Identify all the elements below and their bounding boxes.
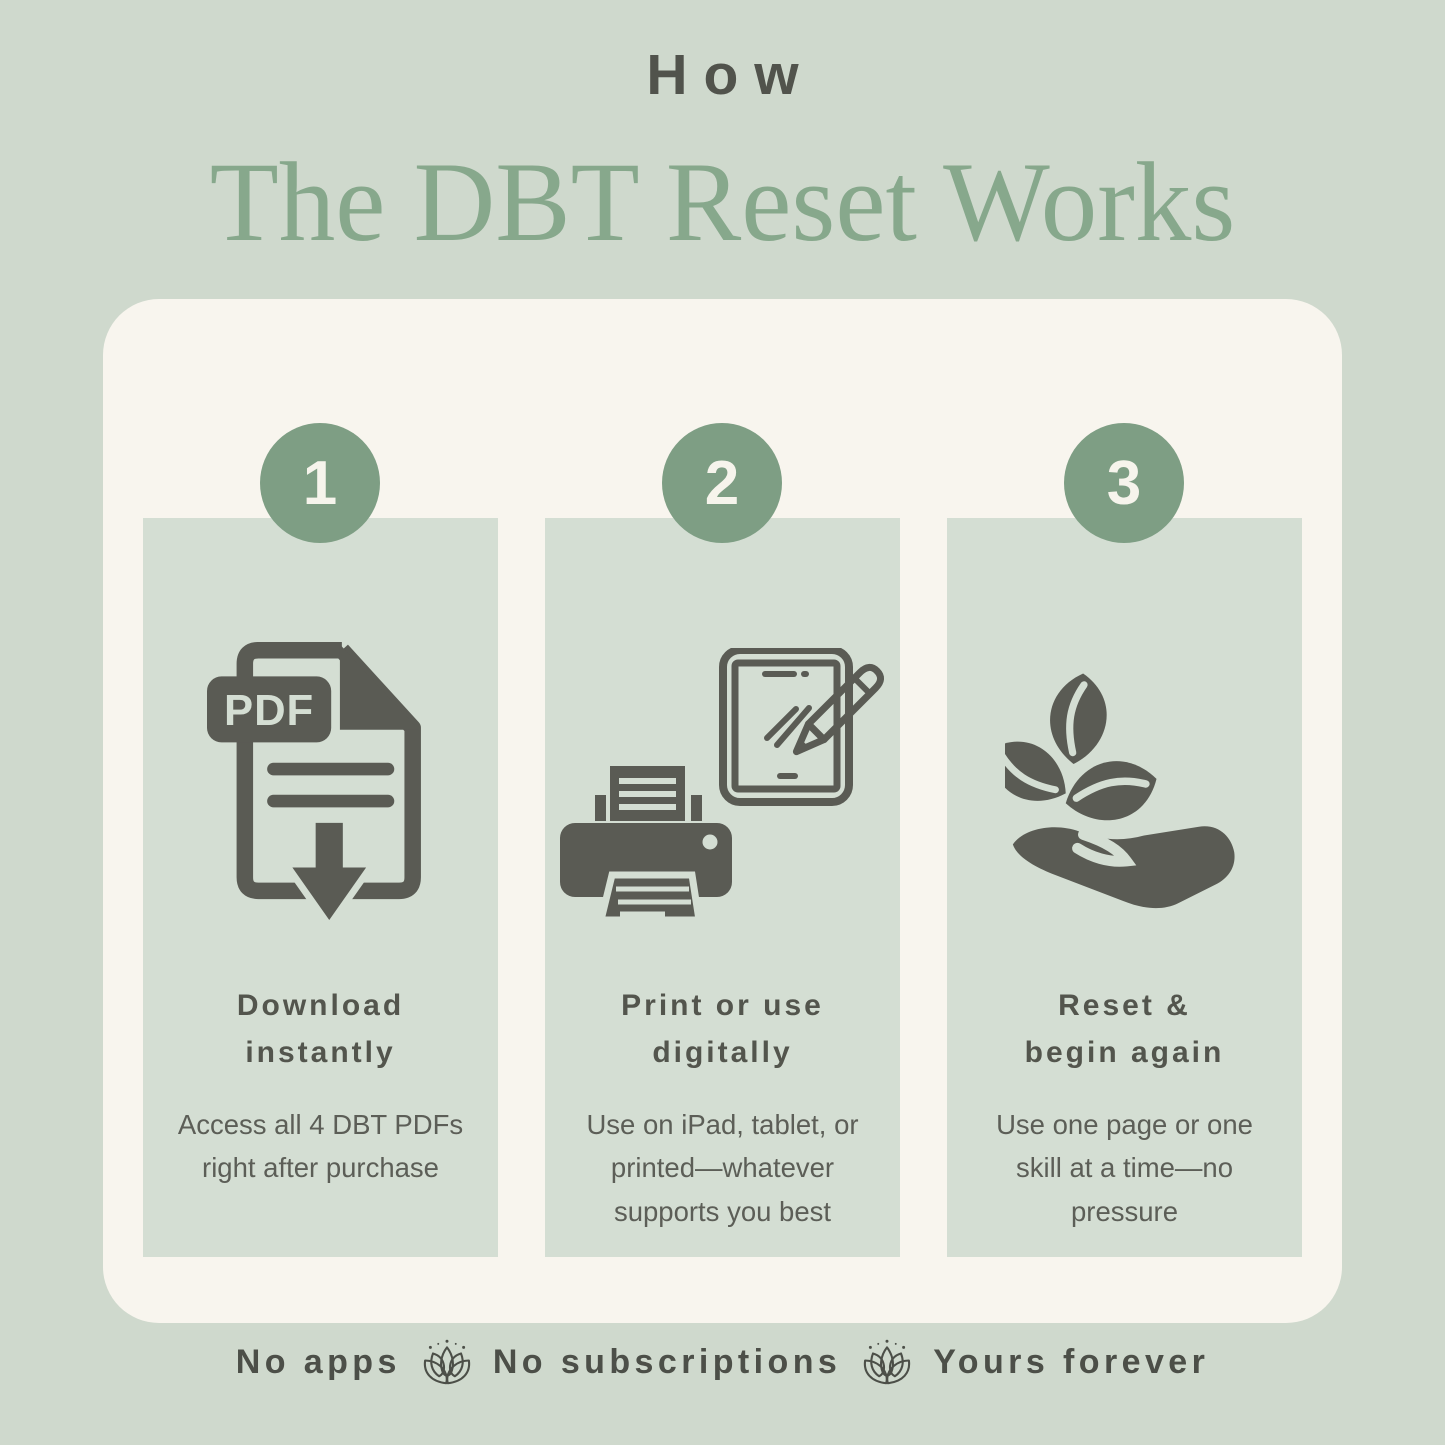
- step-3-number-badge: 3: [1064, 423, 1184, 543]
- hand-leaves-icon: [1004, 673, 1235, 908]
- pdf-download-icon: PDF: [206, 642, 421, 927]
- step-1-title: Download instantly: [151, 982, 491, 1077]
- step-1-description: Access all 4 DBT PDFs right after purcha…: [177, 1108, 464, 1184]
- step-3-icon-box: [947, 622, 1302, 954]
- page-title: The DBT Reset Works: [209, 140, 1236, 265]
- pdf-label: PDF: [223, 686, 313, 735]
- step-title-line: digitally: [652, 1036, 793, 1070]
- step-panel-1: PDF Download instantly Access all 4 DBT …: [143, 518, 498, 1257]
- lotus-icon: [864, 1339, 911, 1385]
- kicker-title: How: [646, 43, 815, 107]
- step-title-line: Reset &: [1058, 989, 1191, 1022]
- lotus-icon: [423, 1339, 470, 1385]
- step-2-description: Use on iPad, tablet, or printed—whatever…: [586, 1108, 859, 1227]
- step-title-line: Print or use: [621, 989, 824, 1022]
- step-2-title: Print or use digitally: [553, 982, 893, 1077]
- step-title-line: begin again: [1024, 1036, 1225, 1070]
- step-2-icon-box: [545, 622, 900, 954]
- footer-item-no-apps: No apps: [235, 1342, 401, 1381]
- footer-item-no-subscriptions: No subscriptions: [492, 1342, 842, 1381]
- step-1-number-badge: 1: [260, 423, 380, 543]
- step-title-line: instantly: [245, 1036, 396, 1070]
- step-1-icon-box: PDF: [143, 622, 498, 954]
- step-3-description: Use one page or one skill at a time—no p…: [996, 1108, 1253, 1227]
- step-3-title: Reset & begin again: [955, 982, 1295, 1077]
- step-title-line: Download: [236, 989, 405, 1022]
- printer-tablet-icon: [560, 648, 885, 924]
- footer-item-yours-forever: Yours forever: [933, 1342, 1210, 1381]
- footer-tagline: No apps No subscriptions: [0, 1336, 1445, 1388]
- step-panel-2: Print or use digitally Use on iPad, tabl…: [545, 518, 900, 1257]
- step-panel-3: Reset & begin again Use one page or one …: [947, 518, 1302, 1257]
- step-2-number-badge: 2: [662, 423, 782, 543]
